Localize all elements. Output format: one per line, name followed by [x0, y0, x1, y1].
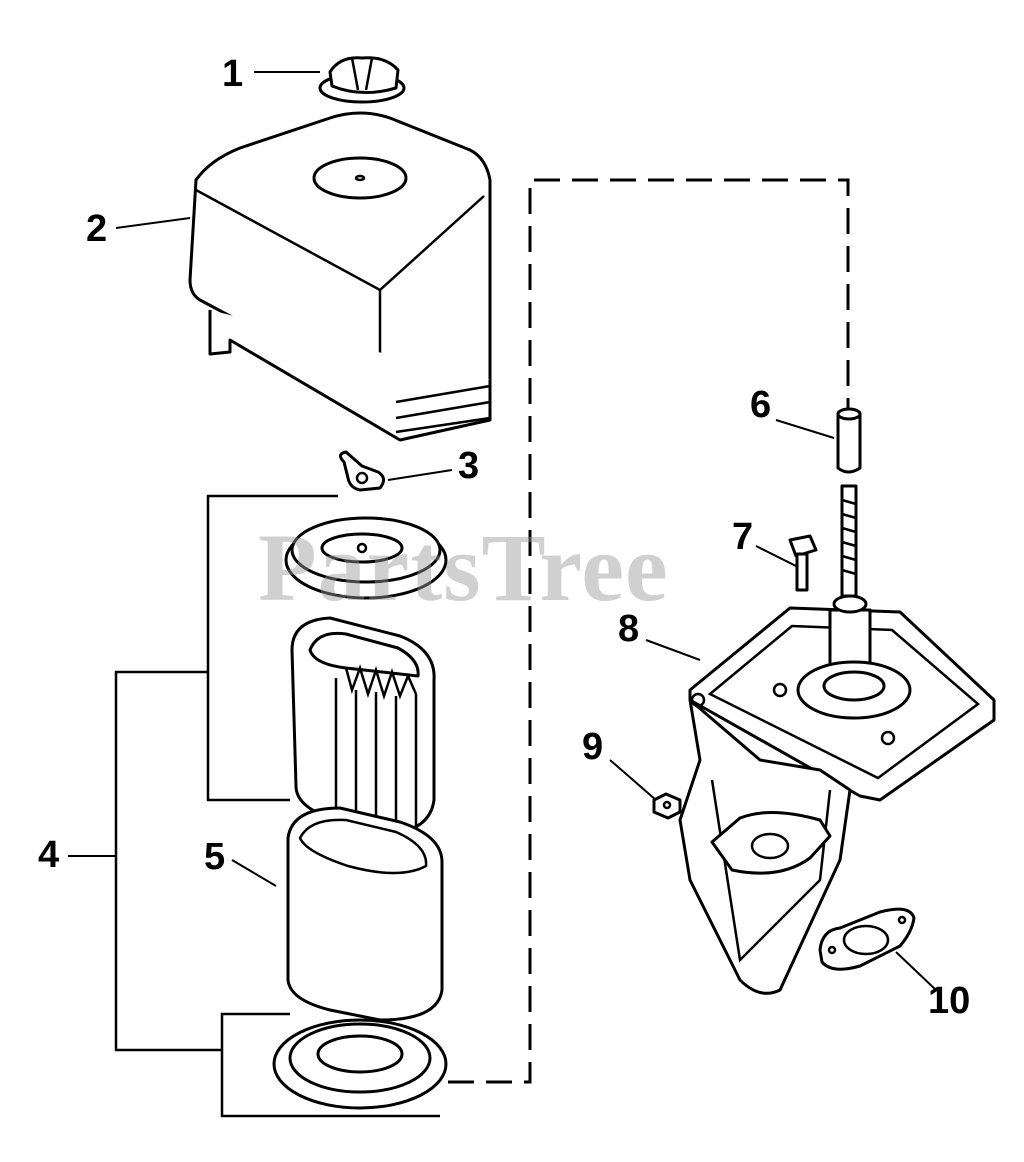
callout-9: 9 [582, 726, 604, 768]
assembly-dashed-line [448, 178, 850, 1084]
part-2-cover [188, 111, 492, 442]
callout-10: 10 [928, 980, 971, 1022]
callout-3: 3 [458, 445, 480, 487]
filter-top-plate [284, 516, 448, 600]
part-9-nut [652, 792, 682, 820]
filter-base-plate [272, 1018, 448, 1110]
assembly-group-bracket [114, 494, 440, 1118]
part-7-bolt [788, 534, 818, 592]
callout-8: 8 [618, 608, 640, 650]
part-10-gasket [818, 907, 916, 971]
watermark: PartsTree [258, 514, 669, 621]
callout-6: 6 [750, 384, 772, 426]
part-8-base-assembly [678, 594, 996, 995]
part-6-spacer [836, 407, 862, 474]
part-1-knob [318, 56, 406, 104]
leader-lines [68, 71, 937, 991]
part-5-pre-cleaner [286, 806, 444, 1022]
part-3-wing-nut [339, 450, 385, 492]
callout-7: 7 [732, 516, 754, 558]
callout-2: 2 [86, 208, 108, 250]
callout-5: 5 [204, 836, 226, 878]
callout-1: 1 [222, 53, 244, 95]
paper-filter-element [290, 616, 436, 836]
threaded-stud [840, 484, 858, 598]
callout-4: 4 [38, 834, 60, 876]
